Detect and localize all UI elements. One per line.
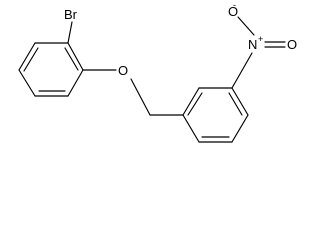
bromine-label: Br [64, 7, 78, 22]
oxygen-methylene-bond [130, 78, 151, 116]
oxygen-charge: - [233, 0, 236, 10]
structure-diagram: Br O N + O - O [18, 0, 297, 143]
nitro-oxygen-right-label: O [287, 37, 297, 52]
nitrogen-charge: + [258, 34, 263, 44]
nitrophenyl-ring [182, 87, 249, 143]
bromophenyl-ring [18, 42, 84, 97]
aryl-nitrogen-bond [231, 52, 253, 89]
nitro-oxygen-top-label: O [228, 4, 238, 19]
ether-oxygen-label: O [118, 63, 128, 78]
nitro-nitrogen-label: N [248, 37, 257, 52]
nitrogen-oxygen-single-bond [237, 16, 255, 36]
carbon-bromine-bond [67, 21, 73, 44]
